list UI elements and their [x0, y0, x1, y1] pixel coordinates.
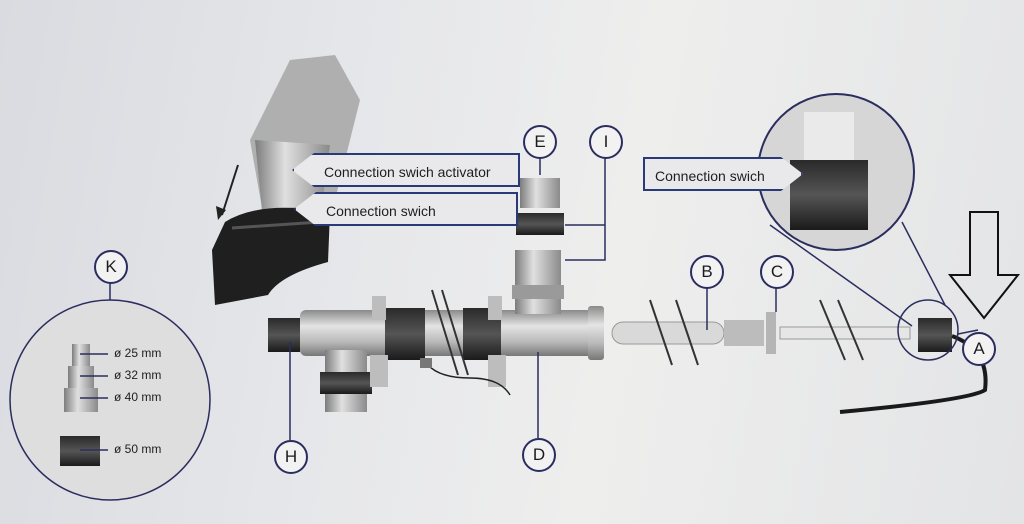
end-cap-h — [268, 318, 300, 352]
o-ring-c — [766, 312, 776, 354]
uv-clarifier-body — [300, 250, 604, 412]
dimension-25mm: ø 25 mm — [114, 346, 162, 360]
part-e-i — [516, 178, 564, 235]
label-d: D — [522, 438, 556, 472]
lamp-unit-illustration — [212, 55, 360, 305]
dimension-40mm: ø 40 mm — [114, 390, 162, 404]
label-b: B — [690, 255, 724, 289]
uv-lamp-a — [779, 299, 988, 414]
leader-lines — [80, 157, 979, 451]
dimension-32mm: ø 32 mm — [114, 368, 162, 382]
dimension-50mm: ø 50 mm — [114, 442, 162, 456]
label-e: E — [523, 125, 557, 159]
label-a: A — [962, 332, 996, 366]
callout-switch-left: Connection swich — [294, 192, 518, 226]
insert-direction-arrow — [947, 211, 1021, 320]
hose-adapter-detail-k — [9, 283, 211, 501]
zoom-detail-switch — [757, 93, 959, 361]
label-i: I — [589, 125, 623, 159]
quartz-sleeve-b — [611, 299, 764, 366]
callout-switch-right: Connection swich — [643, 157, 803, 191]
label-h: H — [274, 440, 308, 474]
label-k: K — [94, 250, 128, 284]
label-c: C — [760, 255, 794, 289]
callout-switch-activator: Connection swich activator — [292, 153, 520, 187]
